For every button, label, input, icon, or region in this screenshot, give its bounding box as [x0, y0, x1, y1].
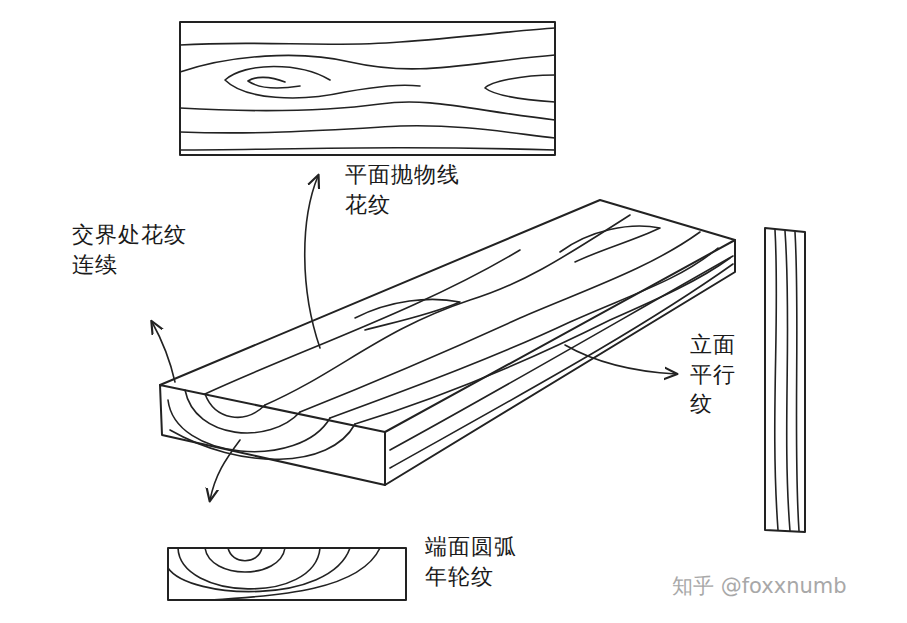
leader-arrows [152, 176, 676, 500]
annotation-label: 立面平行纹 [690, 330, 741, 419]
watermark: 知乎 @foxxnumb [672, 572, 847, 600]
annotation-label: 平面抛物线花纹 [345, 160, 462, 219]
end-view-panel [168, 548, 406, 600]
side-view-panel [765, 228, 805, 532]
board-3d [160, 200, 735, 485]
annotation-label: 交界处花纹连续 [72, 220, 189, 279]
annotation-label: 端面圆弧年轮纹 [425, 532, 520, 591]
top-view-panel [180, 22, 555, 155]
